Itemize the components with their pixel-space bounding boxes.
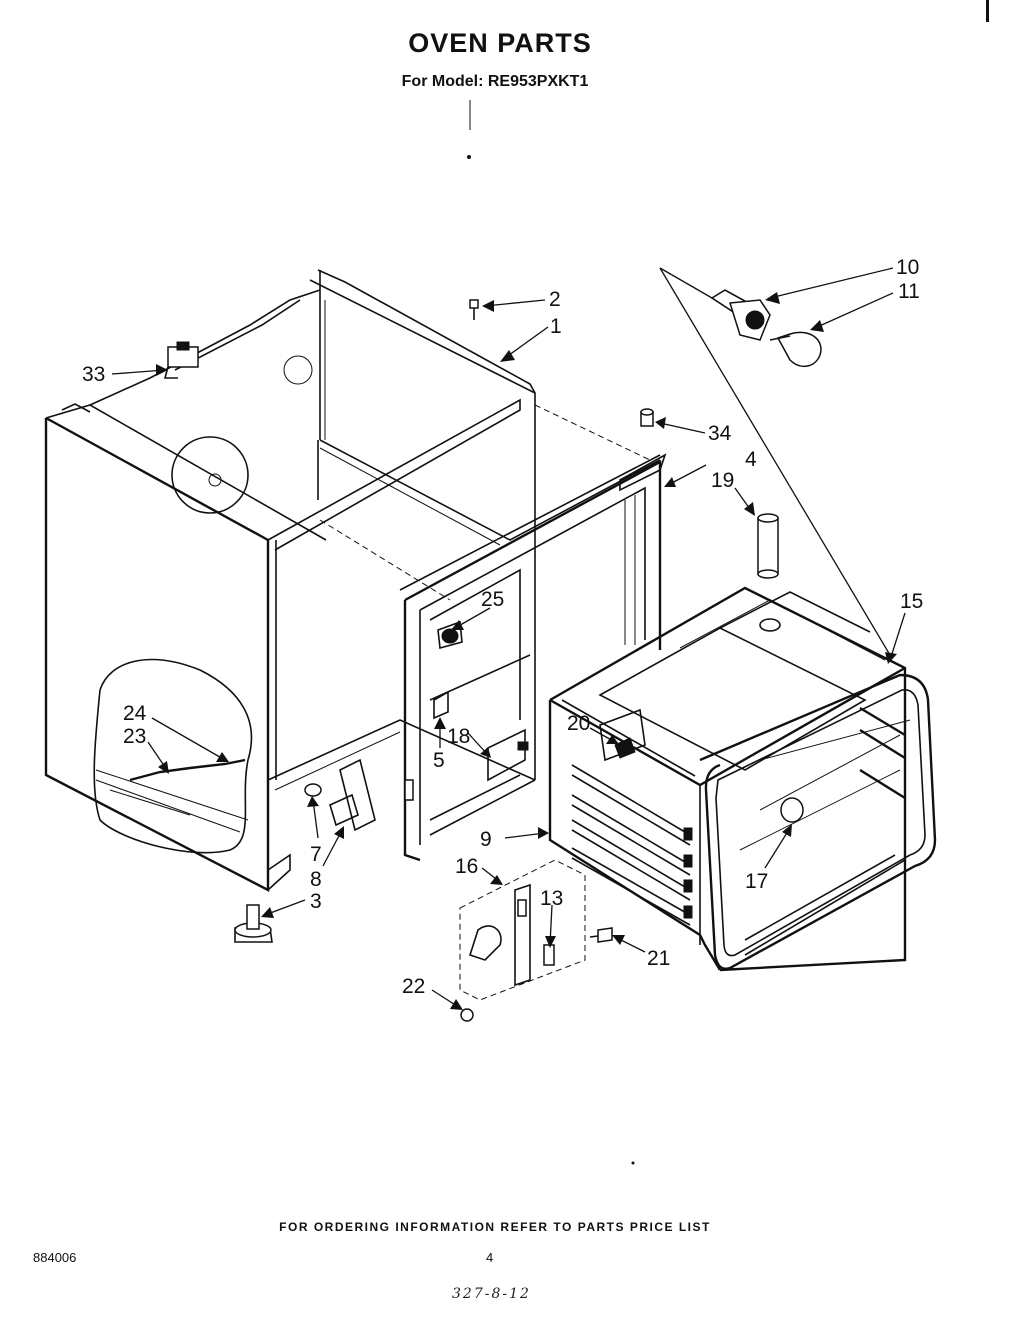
- callout-24: 24: [123, 702, 147, 725]
- ordering-note: FOR ORDERING INFORMATION REFER TO PARTS …: [279, 1220, 711, 1234]
- callout-11: 11: [898, 280, 920, 303]
- part-2-screw: [469, 299, 479, 320]
- part-8-hinge: [329, 758, 376, 832]
- callout-17: 17: [745, 870, 768, 893]
- callout-34: 34: [708, 422, 732, 445]
- callout-4: 4: [745, 448, 757, 471]
- callout-1: 1: [550, 315, 562, 338]
- part-5-pin: [433, 690, 449, 720]
- lamp-callout-line-2: [659, 267, 713, 299]
- callout-2: 2: [549, 288, 561, 311]
- stray-dot-2: [631, 1161, 635, 1165]
- page-number: 4: [486, 1250, 494, 1265]
- callout-15: 15: [900, 590, 923, 613]
- part-10-lamp-socket: [710, 289, 771, 341]
- part-22-clip: [460, 1008, 474, 1022]
- oven-liner: [548, 586, 937, 972]
- handwritten-note: 327-8-12: [452, 1286, 531, 1302]
- model-subtitle: For Model: RE953PXKT1: [401, 73, 589, 90]
- part-16-latch: [468, 883, 531, 987]
- callout-13: 13: [540, 887, 563, 910]
- callout-8: 8: [310, 868, 322, 891]
- callout-21: 21: [647, 947, 670, 970]
- part-21-screw: [589, 927, 613, 943]
- lamp-callout-line: [659, 267, 891, 656]
- callout-3: 3: [310, 890, 322, 913]
- oven-cabinet: [44, 100, 661, 892]
- page-title: OVEN PARTS: [408, 28, 592, 58]
- callout-10: 10: [896, 256, 919, 279]
- callout-19: 19: [711, 469, 734, 492]
- part-3-leveling-leg: [234, 904, 273, 943]
- callout-numbers: 2 1 10 11 33 34 4 19 15 25 20 24 23 18 5…: [82, 256, 923, 998]
- oven-front-frame: [403, 453, 667, 862]
- callout-25: 25: [481, 588, 504, 611]
- callout-5: 5: [433, 749, 445, 772]
- callout-7: 7: [310, 843, 322, 866]
- callout-22: 22: [402, 975, 425, 998]
- part-33-switch: [163, 341, 199, 379]
- callout-18: 18: [447, 725, 470, 748]
- callout-9: 9: [480, 828, 492, 851]
- part-11-lamp-bulb: [769, 331, 822, 367]
- part-34-cap: [640, 408, 654, 427]
- page-edge-mark: [986, 0, 989, 22]
- part-13-spring: [543, 944, 555, 966]
- callout-33: 33: [82, 363, 105, 386]
- document-number: 884006: [33, 1250, 77, 1265]
- stray-dot: [467, 155, 471, 159]
- part-19-socket-tube: [757, 513, 779, 579]
- callout-16: 16: [455, 855, 478, 878]
- part-7-bushing: [304, 783, 322, 797]
- callout-leaders: [111, 267, 906, 1010]
- callout-20: 20: [567, 712, 590, 735]
- latch-assembly-box: [459, 859, 586, 1001]
- callout-23: 23: [123, 725, 146, 748]
- part-18-bracket: [487, 728, 529, 782]
- part-25-sensor: [437, 620, 463, 650]
